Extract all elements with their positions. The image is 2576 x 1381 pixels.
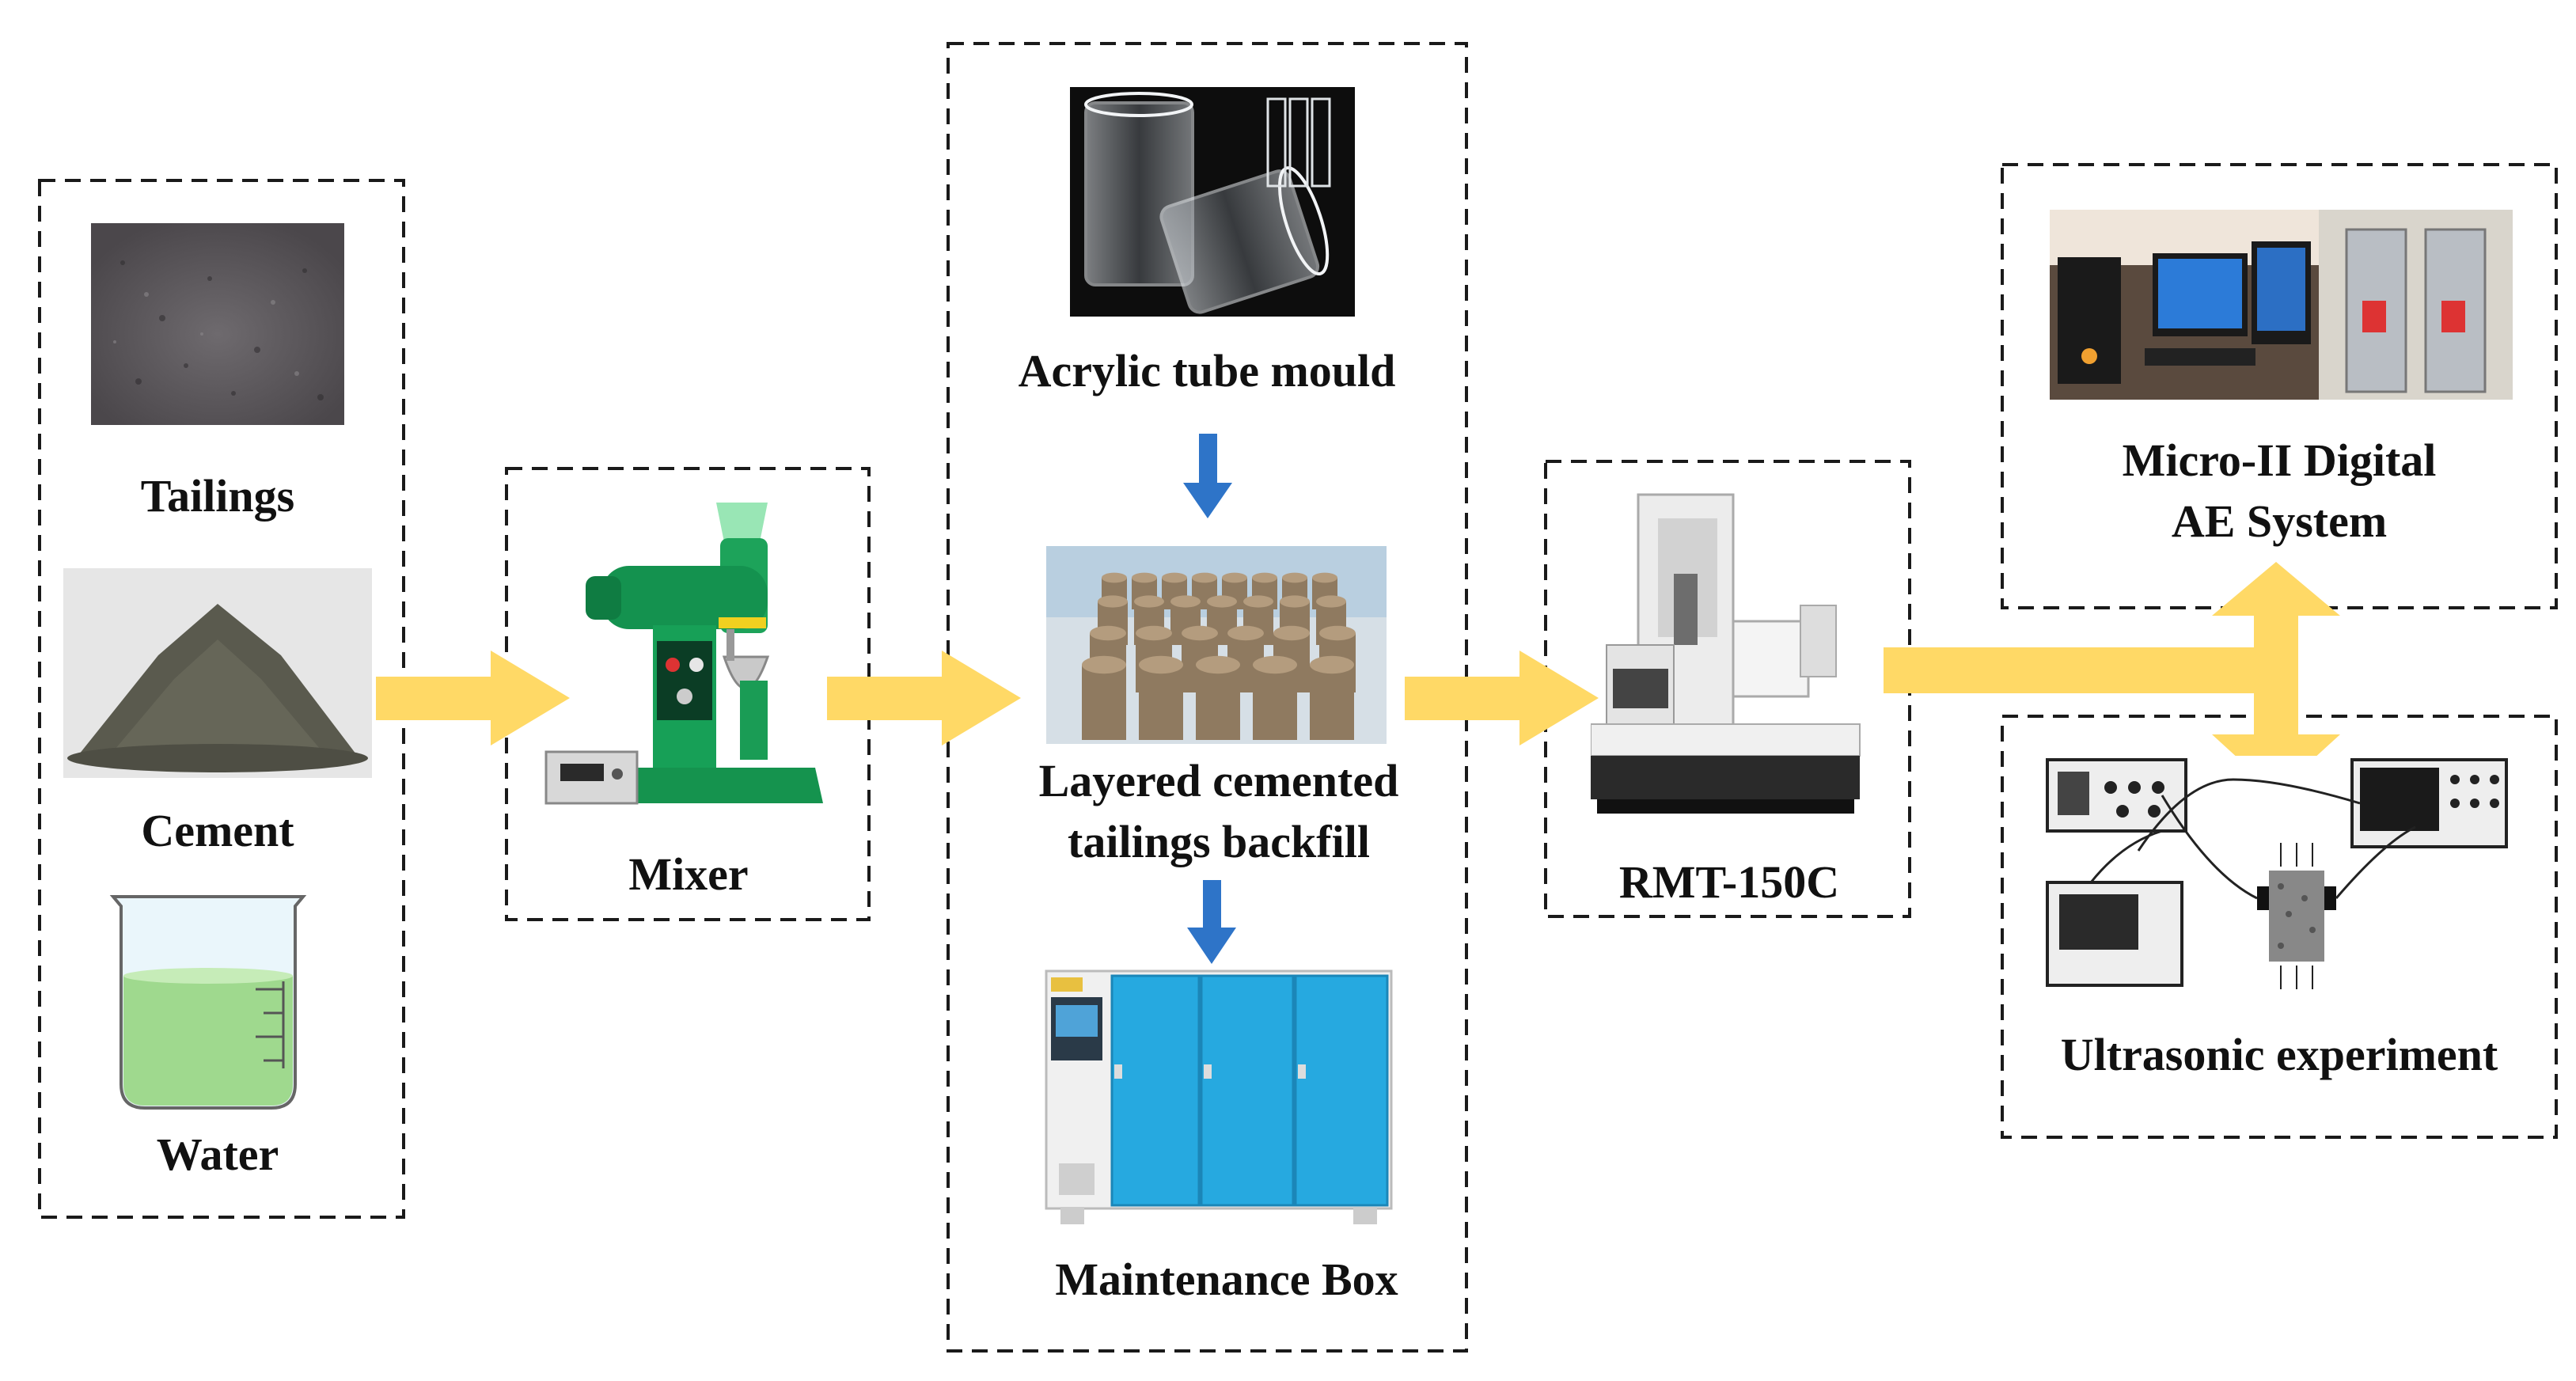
specimen-top <box>1280 595 1310 608</box>
ultrasonic-setup-icon <box>2043 756 2510 997</box>
specimen-top <box>1134 595 1164 608</box>
arrow-mould-to-backfill <box>1183 434 1232 518</box>
specimen-top <box>1090 625 1126 641</box>
acrylic-mould-label: Acrylic tube mould <box>1018 345 1396 396</box>
specimen-top <box>1196 655 1240 674</box>
specimen-top <box>1310 655 1354 674</box>
specimen-cylinder <box>1310 665 1354 740</box>
arrow-backfill-to-box <box>1187 880 1236 964</box>
ae-system-icon <box>2050 210 2513 400</box>
specimen-top <box>1139 655 1183 674</box>
specimen-top <box>1282 572 1307 583</box>
maintenance-box-label: Maintenance Box <box>1055 1254 1398 1305</box>
arrow-press-to-tests <box>1884 562 2340 793</box>
specimen-top <box>1243 595 1273 608</box>
specimen-top <box>1162 572 1187 583</box>
ultrasonic-label: Ultrasonic experiment <box>2060 1029 2498 1080</box>
specimen-cylinder <box>1139 665 1183 740</box>
backfill-label-line1: Layered cemented <box>1038 755 1399 806</box>
specimen-top <box>1319 625 1356 641</box>
arrow-mixer-to-casting <box>827 651 1021 746</box>
specimen-top <box>1222 572 1247 583</box>
specimen-top <box>1192 572 1217 583</box>
specimen-top <box>1136 625 1172 641</box>
ultrasonic-box <box>2001 715 2558 1139</box>
specimen-cylinder <box>1082 665 1126 740</box>
mixer-label: Mixer <box>628 848 749 900</box>
ae-label-line1: Micro-II Digital <box>2122 434 2437 486</box>
specimen-top <box>1316 595 1346 608</box>
specimen-top <box>1098 595 1128 608</box>
specimen-top <box>1182 625 1218 641</box>
water-beaker-icon <box>101 882 315 1112</box>
cement-label: Cement <box>141 805 294 856</box>
acrylic-tubes-icon <box>1070 87 1355 317</box>
materials-box <box>38 179 405 1219</box>
specimen-top <box>1273 625 1310 641</box>
specimen-top <box>1312 572 1337 583</box>
rmt-label: RMT-150C <box>1618 856 1840 908</box>
specimen-top <box>1207 595 1237 608</box>
specimen-top <box>1253 655 1297 674</box>
backfill-label-line2: tailings backfill <box>1068 816 1370 867</box>
mixer-machine-icon <box>538 491 839 823</box>
tailings-label: Tailings <box>140 470 295 522</box>
arrow-casting-to-press <box>1405 651 1599 746</box>
specimen-top <box>1102 572 1127 583</box>
ae-label-line2: AE System <box>2171 495 2388 547</box>
specimen-top <box>1132 572 1157 583</box>
cement-pile-icon <box>63 568 372 778</box>
specimen-cylinder <box>1196 665 1240 740</box>
specimen-top <box>1170 595 1201 608</box>
tailings-pile-icon <box>91 223 344 425</box>
backfill-specimens-icon <box>1046 546 1387 744</box>
arrow-materials-to-mixer <box>376 651 570 746</box>
specimen-top <box>1227 625 1264 641</box>
specimen-top <box>1252 572 1277 583</box>
rmt-press-icon <box>1591 487 1872 823</box>
specimen-top <box>1082 655 1126 674</box>
specimen-cylinder <box>1253 665 1297 740</box>
curing-cabinet-icon <box>1045 969 1393 1227</box>
water-label: Water <box>156 1129 279 1180</box>
